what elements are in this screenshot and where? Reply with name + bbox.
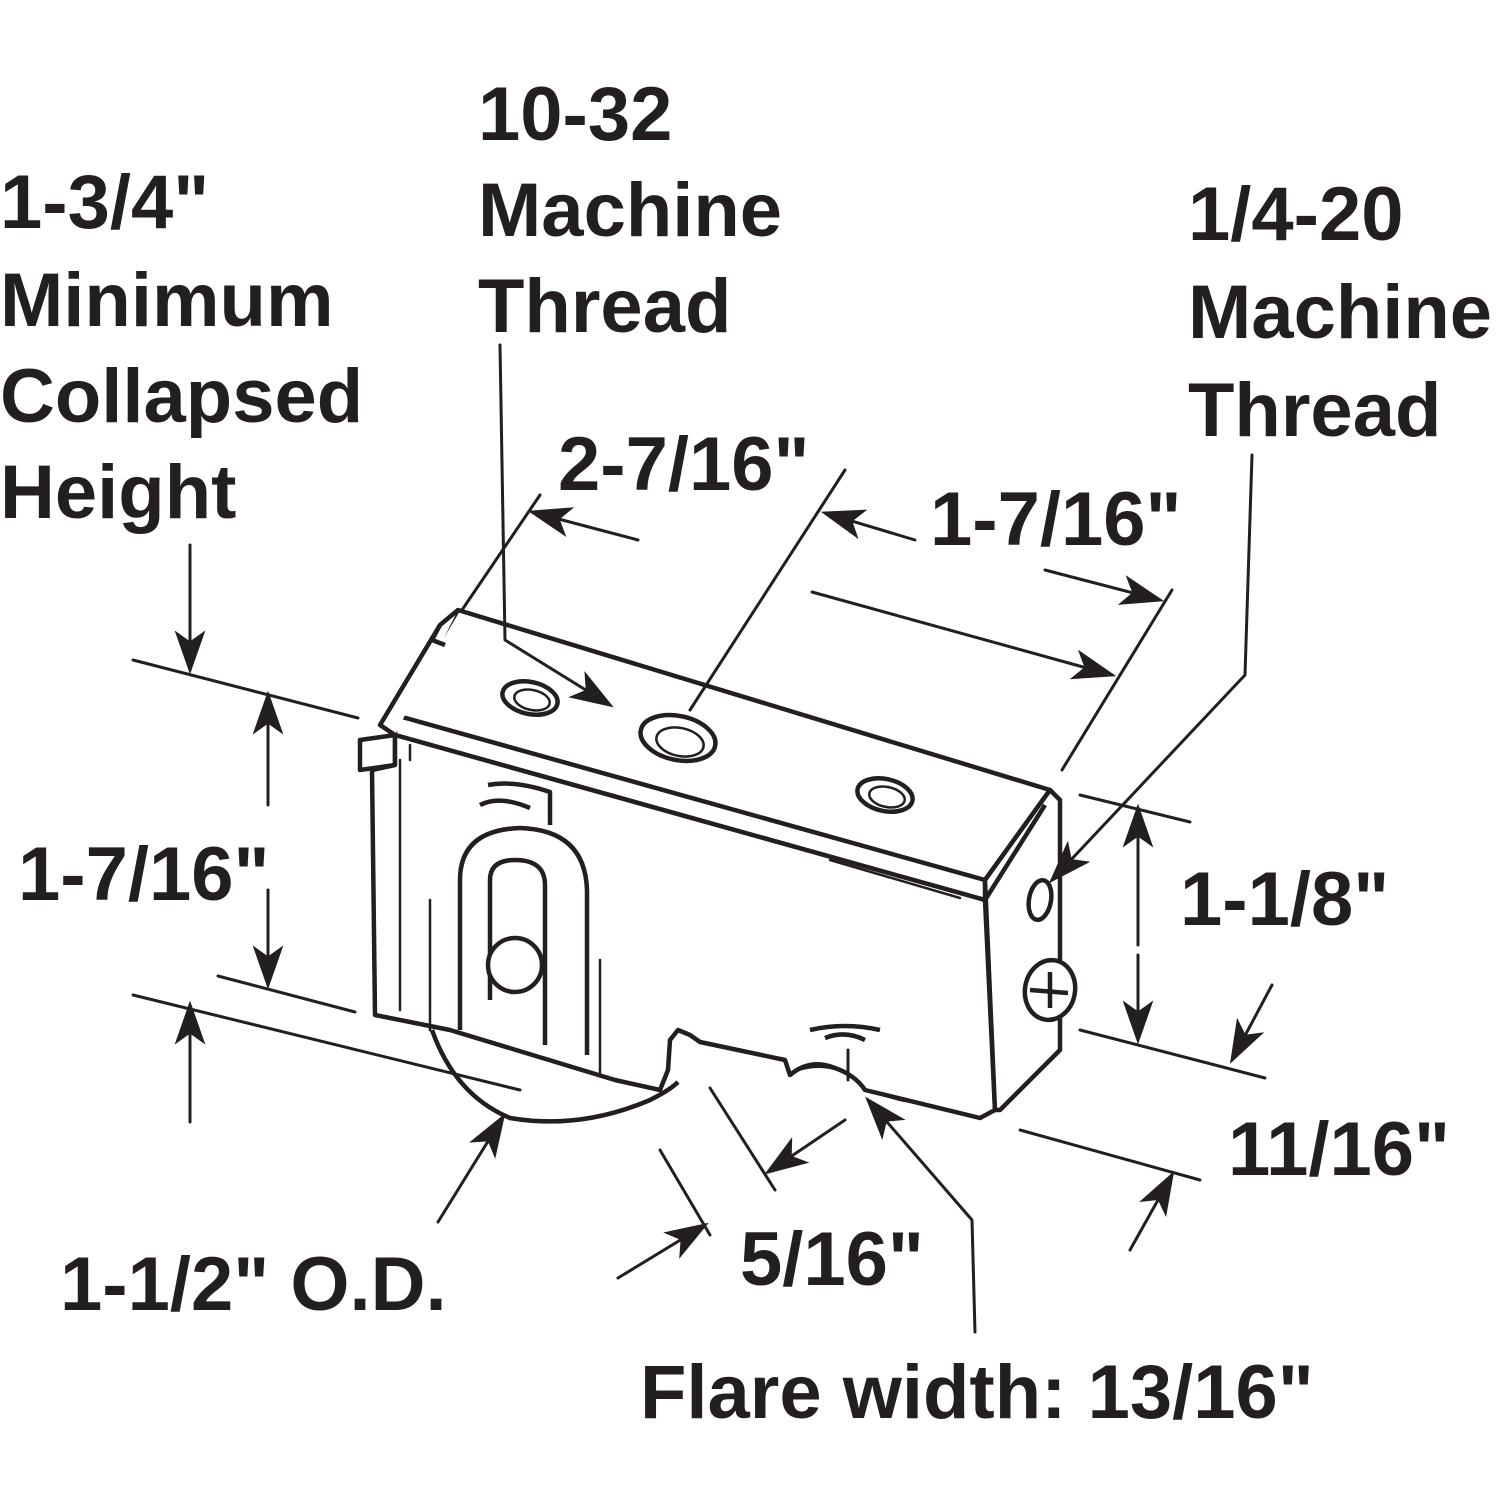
label-min-height-line2: Minimum [0, 258, 334, 343]
leader-1-4-20-thread [1048, 453, 1254, 884]
leader-flare-width [865, 1096, 977, 1334]
arrow-5-16-a [616, 1222, 709, 1280]
arrow-5-16-b [764, 1118, 847, 1175]
label-dim-1-1-8: 1-1/8" [1180, 857, 1389, 942]
label-1-4-20-line1: 1/4-20 [1188, 172, 1404, 257]
label-flare-width: Flare width: 13/16" [640, 1350, 1314, 1435]
dimension-lines [131, 343, 1274, 1334]
mounting-hole [855, 776, 915, 814]
arrow-od [436, 1113, 506, 1224]
arrow-1-7-16-right-b [810, 590, 1117, 680]
roller-housing-drawing [357, 607, 1078, 1124]
label-1-4-20-line2: Machine [1188, 270, 1492, 355]
label-min-height-line4: Height [0, 450, 236, 535]
threaded-hole-10-32 [638, 712, 718, 764]
leader-10-32-thread [498, 343, 614, 708]
arrow-1-7-16-top [820, 509, 917, 542]
label-dim-2-7-16: 2-7/16" [558, 422, 810, 507]
arrow-11-16-a [1229, 983, 1274, 1064]
arrow-2-7-16 [527, 507, 640, 542]
adjustment-screw [485, 935, 545, 995]
label-dim-5-16: 5/16" [740, 1217, 924, 1302]
mounting-hole [500, 679, 560, 717]
label-1-4-20-line3: Thread [1188, 368, 1441, 453]
label-min-height-line1: 1-3/4" [0, 160, 209, 245]
label-10-32-line1: 10-32 [478, 72, 672, 157]
label-dim-1-7-16-top: 1-7/16" [930, 477, 1182, 562]
arrow-11-16-b [1128, 1171, 1175, 1252]
threaded-hole-1-4-20 [1026, 877, 1054, 923]
label-dim-11-16: 11/16" [1228, 1107, 1450, 1192]
arrow-1-7-16-right-a [1043, 568, 1165, 605]
label-dim-od: 1-1/2" O.D. [60, 1242, 447, 1327]
roller-wheel [429, 1029, 680, 1124]
label-10-32-line3: Thread [478, 264, 731, 349]
label-min-height-line3: Collapsed [0, 354, 363, 439]
label-dim-1-7-16-left: 1-7/16" [18, 832, 270, 917]
label-10-32-line2: Machine [478, 168, 782, 253]
dimension-labels: 1-3/4" Minimum Collapsed Height 10-32 Ma… [0, 72, 1492, 1435]
